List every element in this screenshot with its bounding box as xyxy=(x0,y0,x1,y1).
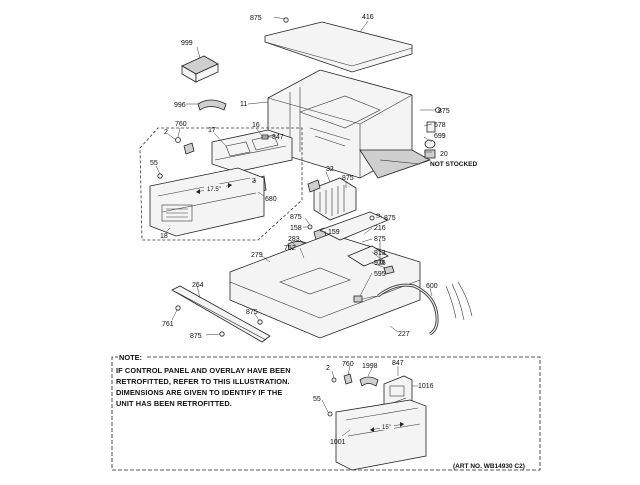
retrofit-screw-2 xyxy=(331,377,337,383)
label-55: 55 xyxy=(150,160,158,167)
note-label-1001: 1001 xyxy=(330,439,346,446)
label-875-b: 875 xyxy=(438,108,450,115)
note-line-3: DIMENSIONS ARE GIVEN TO IDENTIFY IF THE xyxy=(116,388,282,397)
leader-lines xyxy=(155,16,436,336)
screw-761 xyxy=(175,305,181,311)
note-label-2: 2 xyxy=(326,365,330,372)
label-283: 283 xyxy=(288,236,300,243)
label-578: 578 xyxy=(434,122,446,129)
label-680: 680 xyxy=(265,196,277,203)
screw-875-top xyxy=(283,17,289,23)
part-labels: 875 416 999 11 996 875 578 760 2 17 16 8… xyxy=(150,14,477,340)
screw-875-right xyxy=(369,215,375,221)
label-996: 996 xyxy=(174,102,186,109)
label-600: 600 xyxy=(426,283,438,290)
screw-875-h xyxy=(219,331,225,337)
panel-dimension-note: 15" xyxy=(382,425,391,431)
label-216: 216 xyxy=(374,225,386,232)
note-label-847: 847 xyxy=(392,360,404,367)
part-926 xyxy=(383,265,395,275)
label-875-c: 875 xyxy=(342,175,354,182)
top-cover-part xyxy=(264,21,413,73)
note-heading: NOTE: xyxy=(119,353,142,362)
oven-body-part xyxy=(267,69,431,179)
label-847: 847 xyxy=(272,134,284,141)
bracket-264-part xyxy=(171,285,271,343)
label-16: 16 xyxy=(252,122,260,129)
label-761: 761 xyxy=(162,321,174,328)
label-752: 752 xyxy=(284,245,296,252)
note-line-2: RETROFITTED, REFER TO THIS ILLUSTRATION. xyxy=(116,377,290,386)
label-699: 699 xyxy=(434,133,446,140)
label-32: 32 xyxy=(326,166,334,173)
retrofit-overlay-1001 xyxy=(335,399,427,471)
note-box: NOTE: IF CONTROL PANEL AND OVERLAY HAVE … xyxy=(111,353,541,471)
label-875-f: 875 xyxy=(374,236,386,243)
note-line-1: IF CONTROL PANEL AND OVERLAY HAVE BEEN xyxy=(116,366,291,375)
note-label-1998: 1998 xyxy=(362,363,378,370)
label-875-e: 875 xyxy=(384,215,396,222)
label-3: 3 xyxy=(252,178,256,185)
label-875-g: 875 xyxy=(246,309,258,316)
label-595: 595 xyxy=(374,271,386,278)
label-926: 926 xyxy=(374,260,386,267)
panel-dimension-main: 17.5" xyxy=(207,187,221,193)
label-227: 227 xyxy=(398,331,410,338)
art-number: (ART NO. WB14930 C2) xyxy=(453,463,525,470)
retrofit-bracket-760 xyxy=(343,373,353,385)
label-18: 18 xyxy=(160,233,168,240)
part-999-box xyxy=(181,55,219,83)
screw-875-g xyxy=(257,319,263,325)
label-416: 416 xyxy=(362,14,374,21)
blower-fan-part xyxy=(307,177,357,221)
note-label-1016: 1016 xyxy=(418,383,434,390)
label-158: 158 xyxy=(290,225,302,232)
label-875-a: 875 xyxy=(250,15,262,22)
note-line-4: UNIT HAS BEEN RETROFITTED. xyxy=(116,399,232,408)
retrofit-clip-1998 xyxy=(359,376,379,387)
label-760: 760 xyxy=(175,121,187,128)
note-label-55: 55 xyxy=(313,396,321,403)
label-279: 279 xyxy=(251,252,263,259)
label-11: 11 xyxy=(240,101,247,108)
label-17: 17 xyxy=(208,127,216,134)
label-20: 20 xyxy=(440,151,448,158)
control-panel-group: 17.5" xyxy=(139,127,303,241)
label-264: 264 xyxy=(192,282,204,289)
part-996-clip xyxy=(197,99,227,111)
note-label-760: 760 xyxy=(342,361,354,368)
label-2: 2 xyxy=(164,129,168,136)
not-stocked-label: NOT STOCKED xyxy=(430,161,477,168)
label-159: 159 xyxy=(328,229,340,236)
label-875-d: 875 xyxy=(290,214,302,221)
retrofit-screw-55 xyxy=(327,411,333,417)
label-813: 813 xyxy=(374,250,386,257)
wire-harness-part xyxy=(353,281,473,336)
label-875-h: 875 xyxy=(190,333,202,340)
label-999: 999 xyxy=(181,40,193,47)
